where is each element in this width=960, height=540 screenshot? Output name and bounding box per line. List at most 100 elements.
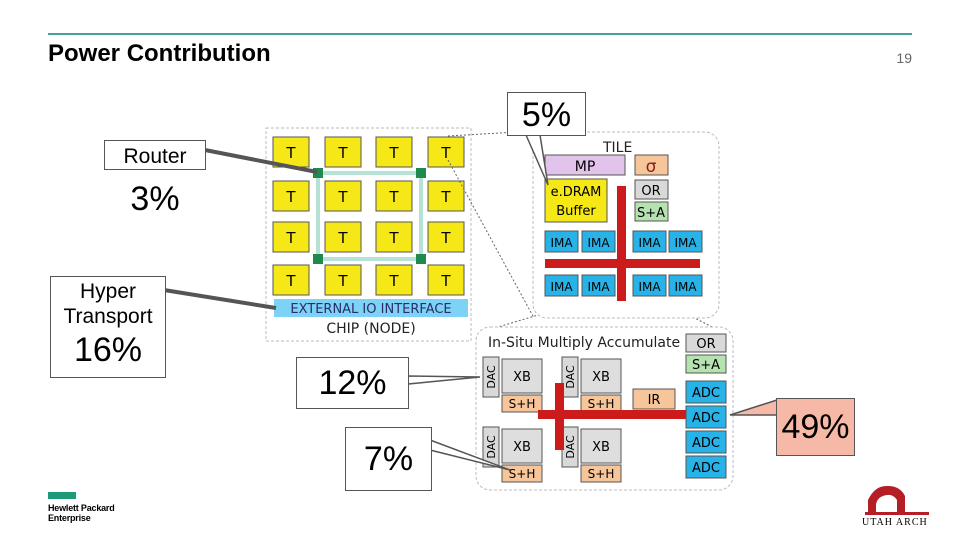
- ima-label: IMA: [587, 236, 610, 250]
- adc-callout: 49%: [776, 398, 855, 456]
- page-number: 19: [896, 50, 912, 66]
- dac-block: [482, 426, 500, 468]
- or-label: OR: [641, 184, 660, 199]
- dac-callout: 12%: [296, 357, 409, 409]
- edram-percent: 5%: [521, 96, 572, 134]
- xb-block: [580, 428, 622, 464]
- sh-block: [580, 464, 622, 483]
- xb-label: XB: [513, 440, 531, 455]
- ima-block: [581, 274, 616, 297]
- tile-block: [272, 264, 310, 296]
- tile-block: [375, 136, 413, 168]
- xb-label: XB: [592, 370, 610, 385]
- dac-label: DAC: [564, 435, 577, 459]
- sa-block: [634, 201, 669, 222]
- adc-label: ADC: [692, 461, 720, 476]
- ima-detail-title: In-Situ Multiply Accumulate: [488, 335, 680, 351]
- tile-label: T: [337, 144, 348, 162]
- tile-block: [324, 136, 362, 168]
- slide-title: Power Contribution: [48, 40, 271, 67]
- router-mesh: [316, 171, 423, 261]
- hyper-transport-label-2: Transport: [63, 305, 153, 329]
- io-interface-bar: [274, 299, 468, 317]
- hyper-transport-label-1: Hyper: [79, 280, 137, 303]
- tile-label: T: [388, 144, 399, 162]
- tile-block: [324, 264, 362, 296]
- edram-label-1: e.DRAM: [551, 185, 602, 200]
- xb-label: XB: [513, 370, 531, 385]
- hyper-transport-pointer: [163, 288, 277, 310]
- tile-label: T: [440, 188, 451, 206]
- ima-label: IMA: [638, 280, 661, 294]
- adc-label: ADC: [692, 386, 720, 401]
- sigma-block: [634, 154, 669, 176]
- sh-block: [501, 464, 543, 483]
- tile-bus-vertical: [617, 186, 626, 301]
- tile-label: T: [337, 188, 348, 206]
- tile-label: T: [440, 144, 451, 162]
- tile-block: [427, 264, 465, 296]
- tile-label: T: [337, 272, 348, 290]
- sigma-label: σ: [646, 157, 657, 177]
- sh-percent: 7%: [363, 440, 414, 478]
- edram-label-2: Buffer: [556, 204, 596, 219]
- xb-block: [501, 358, 543, 394]
- tile-block: [427, 180, 465, 212]
- xb-label: XB: [592, 440, 610, 455]
- utah-arch-wordmark: UTAH ARCH: [862, 517, 928, 528]
- adc-block: [685, 380, 727, 404]
- ima-block: [668, 274, 703, 297]
- dac-pointer: [407, 375, 481, 385]
- tile-block: [375, 221, 413, 253]
- tile-bus-horizontal: [545, 259, 700, 268]
- ima-label: IMA: [638, 236, 661, 250]
- tile-label: T: [285, 188, 296, 206]
- hyper-transport-callout: Hyper Transport 16%: [50, 276, 166, 378]
- adc-block: [685, 430, 727, 454]
- router-node: [313, 168, 323, 178]
- hpe-logo-line-1: Hewlett Packard: [48, 503, 115, 513]
- ima-block: [632, 274, 667, 297]
- xb-block: [501, 428, 543, 464]
- adc-pointer: [729, 398, 778, 416]
- sh-callout: 7%: [345, 427, 432, 491]
- tile-block: [272, 180, 310, 212]
- router-node: [313, 254, 323, 264]
- adc-label: ADC: [692, 436, 720, 451]
- dac-label: DAC: [564, 365, 577, 389]
- tile-block: [324, 180, 362, 212]
- sh-label: S+H: [588, 467, 615, 481]
- adc-block: [685, 405, 727, 429]
- tile-label: T: [337, 229, 348, 247]
- dac-block: [561, 356, 579, 398]
- ima-block: [544, 230, 579, 253]
- io-interface-label: EXTERNAL IO INTERFACE: [290, 302, 451, 317]
- tile-block: [375, 180, 413, 212]
- tile-label: T: [285, 272, 296, 290]
- router-callout: Router: [104, 140, 206, 170]
- edram-block: [544, 178, 608, 223]
- ima-label: IMA: [674, 236, 697, 250]
- or-block: [634, 179, 669, 200]
- ima-label: IMA: [550, 236, 573, 250]
- sh-label: S+H: [588, 397, 615, 411]
- ima-or-label: OR: [696, 337, 715, 352]
- chip-node-label: CHIP (NODE): [326, 321, 415, 337]
- sa-label: S+A: [637, 206, 665, 221]
- dac-label: DAC: [485, 435, 498, 459]
- ir-block: [632, 388, 676, 410]
- router-percent-wrap: 3%: [104, 182, 206, 216]
- ima-block: [632, 230, 667, 253]
- tile-title: TILE: [602, 140, 632, 156]
- tile-block: [375, 264, 413, 296]
- router-percent: 3%: [130, 180, 180, 218]
- tile-block: [324, 221, 362, 253]
- tile-block: [272, 221, 310, 253]
- ir-label: IR: [648, 393, 661, 408]
- router-label: Router: [123, 145, 187, 168]
- router-node: [416, 168, 426, 178]
- mp-label: MP: [575, 159, 596, 175]
- utah-arch-logo: [865, 485, 929, 515]
- ima-block: [581, 230, 616, 253]
